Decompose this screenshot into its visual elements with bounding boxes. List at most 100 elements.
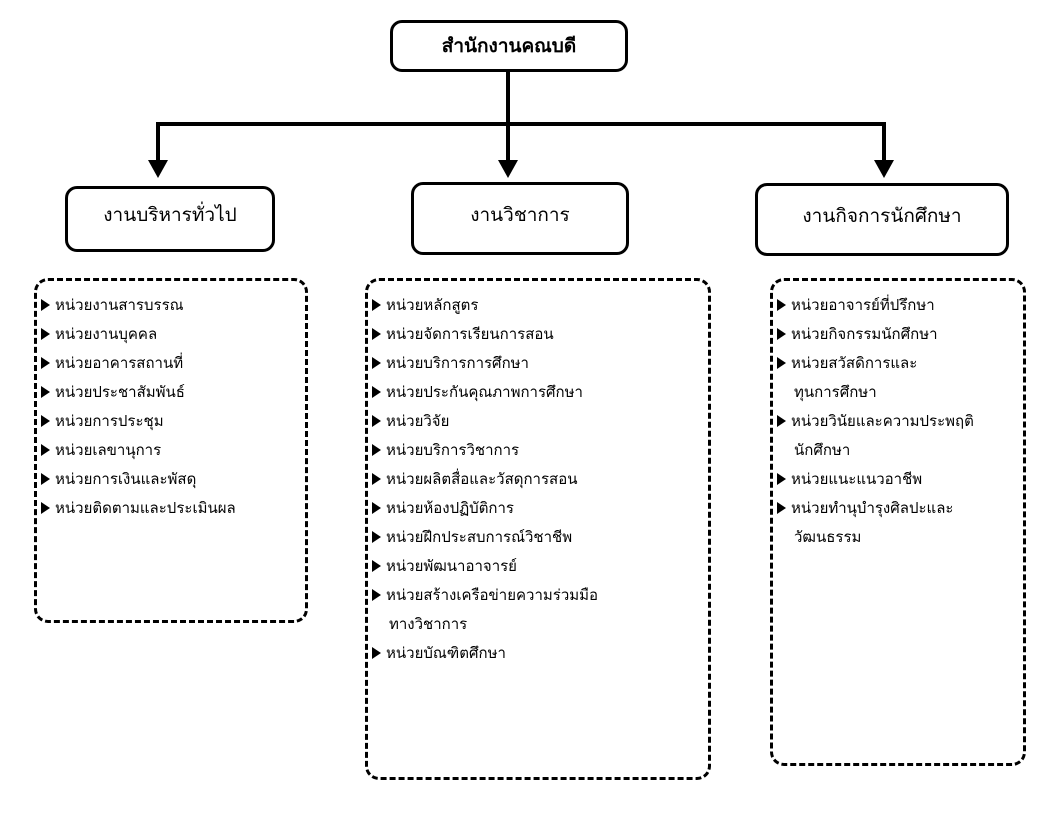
unit-label: หน่วยห้องปฏิบัติการ [386,499,514,517]
unit-label: หน่วยประชาสัมพันธ์ [55,383,185,401]
triangle-bullet-icon [41,444,50,456]
unit-list-item: หน่วยสวัสดิการและทุนการศึกษา [777,349,1017,407]
arrowhead-admin [148,160,168,178]
unit-label: หน่วยเลขานุการ [55,441,162,459]
triangle-bullet-icon [372,444,381,456]
unit-list-item: หน่วยประกันคุณภาพการศึกษา [372,378,702,407]
root-dean-office-box: สำนักงานคณบดี [390,20,628,72]
academic-unit-list: หน่วยหลักสูตรหน่วยจัดการเรียนการสอนหน่วย… [372,291,702,668]
triangle-bullet-icon [41,502,50,514]
unit-list-item: หน่วยแนะแนวอาชีพ [777,465,1017,494]
unit-list-item: หน่วยห้องปฏิบัติการ [372,494,702,523]
unit-list-item: หน่วยผลิตสื่อและวัสดุการสอน [372,465,702,494]
unit-label: หน่วยงานบุคคล [55,325,158,343]
unit-label-continued: ทุนการศึกษา [794,383,877,401]
unit-label-continued: ทางวิชาการ [389,615,468,633]
triangle-bullet-icon [372,531,381,543]
unit-list-item: หน่วยพัฒนาอาจารย์ [372,552,702,581]
unit-label: หน่วยบริการวิชาการ [386,441,520,459]
triangle-bullet-icon [41,386,50,398]
unit-list-item: หน่วยทำนุบำรุงศิลปะและวัฒนธรรม [777,494,1017,552]
triangle-bullet-icon [777,415,786,427]
unit-label: หน่วยติดตามและประเมินผล [55,499,236,517]
group-student-box: งานกิจการนักศึกษา [755,183,1009,256]
unit-label: หน่วยผลิตสื่อและวัสดุการสอน [386,470,578,488]
root-title: สำนักงานคณบดี [441,35,577,57]
student-unit-list: หน่วยอาจารย์ที่ปรึกษาหน่วยกิจกรรมนักศึกษ… [777,291,1017,552]
unit-list-item: หน่วยวินัยและความประพฤตินักศึกษา [777,407,1017,465]
triangle-bullet-icon [41,328,50,340]
academic-unit-list-box: หน่วยหลักสูตรหน่วยจัดการเรียนการสอนหน่วย… [365,278,711,780]
group-admin-box: งานบริหารทั่วไป [65,186,275,252]
unit-label: หน่วยประกันคุณภาพการศึกษา [386,383,583,401]
unit-label: หน่วยจัดการเรียนการสอน [386,325,554,343]
triangle-bullet-icon [777,328,786,340]
unit-label: หน่วยฝึกประสบการณ์วิชาชีพ [386,528,573,546]
triangle-bullet-icon [372,415,381,427]
unit-list-item: หน่วยบัณฑิตศึกษา [372,639,702,668]
unit-list-item: หน่วยติดตามและประเมินผล [41,494,299,523]
unit-label: หน่วยแนะแนวอาชีพ [791,470,923,488]
triangle-bullet-icon [372,299,381,311]
unit-label: หน่วยสวัสดิการและ [791,354,918,372]
triangle-bullet-icon [372,386,381,398]
triangle-bullet-icon [372,473,381,485]
unit-list-item: หน่วยงานบุคคล [41,320,299,349]
triangle-bullet-icon [777,299,786,311]
unit-list-item: หน่วยประชาสัมพันธ์ [41,378,299,407]
unit-label-continued: นักศึกษา [794,441,851,459]
unit-label: หน่วยการประชุม [55,412,164,430]
unit-label: หน่วยทำนุบำรุงศิลปะและ [791,499,954,517]
unit-label: หน่วยอาจารย์ที่ปรึกษา [791,296,935,314]
triangle-bullet-icon [372,589,381,601]
triangle-bullet-icon [41,357,50,369]
unit-list-item: หน่วยการเงินและพัสดุ [41,465,299,494]
arrowhead-academic [498,160,518,178]
unit-list-item: หน่วยฝึกประสบการณ์วิชาชีพ [372,523,702,552]
triangle-bullet-icon [41,473,50,485]
unit-list-item: หน่วยหลักสูตร [372,291,702,320]
triangle-bullet-icon [777,357,786,369]
unit-label: หน่วยงานสารบรรณ [55,296,184,314]
unit-list-item: หน่วยอาคารสถานที่ [41,349,299,378]
student-unit-list-box: หน่วยอาจารย์ที่ปรึกษาหน่วยกิจกรรมนักศึกษ… [770,278,1026,766]
unit-label: หน่วยบริการการศึกษา [386,354,529,372]
unit-label-continued: วัฒนธรรม [794,528,862,546]
triangle-bullet-icon [372,647,381,659]
unit-list-item: หน่วยกิจกรรมนักศึกษา [777,320,1017,349]
unit-list-item: หน่วยจัดการเรียนการสอน [372,320,702,349]
unit-list-item: หน่วยสร้างเครือข่ายความร่วมมือทางวิชาการ [372,581,702,639]
triangle-bullet-icon [777,502,786,514]
unit-label: หน่วยหลักสูตร [386,296,479,314]
unit-label: หน่วยพัฒนาอาจารย์ [386,557,517,575]
admin-unit-list-box: หน่วยงานสารบรรณหน่วยงานบุคคลหน่วยอาคารสถ… [34,278,308,623]
group-academic-box: งานวิชาการ [411,182,629,255]
triangle-bullet-icon [372,560,381,572]
triangle-bullet-icon [372,502,381,514]
unit-list-item: หน่วยงานสารบรรณ [41,291,299,320]
unit-list-item: หน่วยบริการการศึกษา [372,349,702,378]
unit-list-item: หน่วยการประชุม [41,407,299,436]
unit-label: หน่วยอาคารสถานที่ [55,354,184,372]
triangle-bullet-icon [372,357,381,369]
triangle-bullet-icon [41,299,50,311]
triangle-bullet-icon [41,415,50,427]
triangle-bullet-icon [372,328,381,340]
unit-list-item: หน่วยวิจัย [372,407,702,436]
group-student-title: งานกิจการนักศึกษา [802,204,962,227]
unit-label: หน่วยการเงินและพัสดุ [55,470,197,488]
group-admin-title: งานบริหารทั่วไป [103,204,237,226]
unit-list-item: หน่วยเลขานุการ [41,436,299,465]
unit-label: หน่วยกิจกรรมนักศึกษา [791,325,938,343]
arrowhead-student [874,160,894,178]
group-academic-title: งานวิชาการ [470,203,570,226]
unit-label: หน่วยบัณฑิตศึกษา [386,644,506,662]
unit-label: หน่วยสร้างเครือข่ายความร่วมมือ [386,586,599,604]
unit-label: หน่วยวินัยและความประพฤติ [791,412,974,430]
unit-list-item: หน่วยบริการวิชาการ [372,436,702,465]
unit-list-item: หน่วยอาจารย์ที่ปรึกษา [777,291,1017,320]
unit-label: หน่วยวิจัย [386,412,450,430]
triangle-bullet-icon [777,473,786,485]
admin-unit-list: หน่วยงานสารบรรณหน่วยงานบุคคลหน่วยอาคารสถ… [41,291,299,523]
